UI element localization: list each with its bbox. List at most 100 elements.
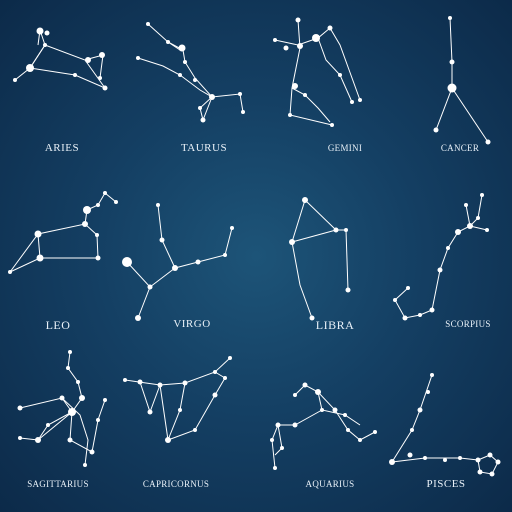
capricornus-star xyxy=(137,379,143,385)
sagittarius-star xyxy=(46,423,50,427)
gemini-star xyxy=(283,45,289,51)
pisces-star xyxy=(410,428,414,432)
virgo-star xyxy=(223,253,227,257)
libra-constellation xyxy=(289,197,351,321)
scorpius-star xyxy=(464,203,468,207)
cancer-star xyxy=(449,59,455,65)
pisces-star xyxy=(423,456,427,460)
gemini-line xyxy=(317,37,353,103)
aries-star xyxy=(13,78,17,82)
cancer-star xyxy=(433,127,439,133)
gemini-star xyxy=(358,98,362,102)
pisces-star xyxy=(487,452,493,458)
taurus-star xyxy=(238,92,242,96)
leo-line xyxy=(9,223,99,273)
taurus-star xyxy=(166,40,170,44)
pisces-star xyxy=(389,459,395,465)
gemini-star xyxy=(330,123,334,127)
leo-star xyxy=(82,221,88,227)
pisces-star xyxy=(458,456,462,460)
gemini-star xyxy=(273,38,277,42)
scorpius-star xyxy=(406,286,410,290)
label-libra: LIBRA xyxy=(315,318,355,332)
scorpius-star xyxy=(480,193,484,197)
sagittarius-star xyxy=(68,350,72,354)
sagittarius-star xyxy=(76,380,80,384)
capricornus-star xyxy=(165,437,171,443)
aquarius-constellation xyxy=(270,382,377,470)
label-capricornus: CAPRICORNUS xyxy=(142,479,210,489)
scorpius-star xyxy=(418,313,422,317)
capricornus-star xyxy=(157,382,163,388)
taurus-star xyxy=(146,22,150,26)
aquarius-star xyxy=(293,393,297,397)
gemini-line xyxy=(291,87,331,123)
cancer-star xyxy=(485,139,491,145)
capricornus-line xyxy=(139,381,161,414)
gemini-star xyxy=(350,100,354,104)
aries-constellation xyxy=(13,27,108,91)
gemini-line xyxy=(274,27,361,101)
aquarius-star xyxy=(373,430,377,434)
cancer-line xyxy=(435,17,453,131)
virgo-star xyxy=(156,203,160,207)
taurus-constellation xyxy=(136,22,245,123)
sagittarius-star xyxy=(83,463,87,467)
label-leo: LEO xyxy=(45,318,71,332)
leo-star xyxy=(36,254,44,262)
libra-line xyxy=(291,229,337,243)
taurus-star xyxy=(241,110,245,114)
scorpius-star xyxy=(476,216,480,220)
pisces-star xyxy=(489,471,495,477)
libra-star xyxy=(333,227,339,233)
taurus-star xyxy=(136,56,140,60)
label-sagittarius: SAGITTARIUS xyxy=(27,479,89,489)
capricornus-star xyxy=(228,356,232,360)
aries-star xyxy=(44,30,50,36)
libra-line xyxy=(291,199,313,319)
leo-star xyxy=(95,233,99,237)
leo-constellation xyxy=(8,191,118,274)
gemini-star xyxy=(303,93,307,97)
leo-star xyxy=(114,200,118,204)
capricornus-star xyxy=(213,370,217,374)
gemini-star xyxy=(297,43,303,49)
aquarius-star xyxy=(343,413,347,417)
aries-line xyxy=(29,29,46,69)
virgo-star xyxy=(159,237,165,243)
libra-star xyxy=(345,287,351,293)
capricornus-line xyxy=(159,382,186,442)
sagittarius-star xyxy=(89,449,95,455)
sagittarius-star xyxy=(67,437,73,443)
aquarius-star xyxy=(270,438,274,442)
gemini-star xyxy=(295,17,301,23)
aries-star xyxy=(102,85,108,91)
cancer-constellation xyxy=(433,16,491,145)
capricornus-star xyxy=(123,378,127,382)
taurus-star xyxy=(193,78,197,82)
label-scorpius: SCORPIUS xyxy=(445,319,491,329)
virgo-star xyxy=(122,257,132,267)
taurus-star xyxy=(183,60,187,64)
aquarius-star xyxy=(358,438,362,442)
label-aries: ARIES xyxy=(44,142,80,154)
pisces-star xyxy=(430,373,434,377)
virgo-star xyxy=(195,259,201,265)
aquarius-star xyxy=(332,407,338,413)
taurus-line xyxy=(147,23,244,113)
leo-line xyxy=(37,233,41,259)
libra-star xyxy=(289,239,295,245)
aries-star xyxy=(36,27,44,35)
virgo-star xyxy=(172,265,178,271)
leo-star xyxy=(103,191,107,195)
capricornus-star xyxy=(212,392,218,398)
label-pisces: PISCES xyxy=(426,478,466,490)
cancer-line xyxy=(451,87,489,143)
aries-star xyxy=(43,43,47,47)
sagittarius-star xyxy=(17,405,23,411)
sagittarius-star xyxy=(66,366,70,370)
aquarius-line xyxy=(317,391,361,426)
sagittarius-star xyxy=(18,436,22,440)
label-virgo: VIRGO xyxy=(173,318,211,330)
